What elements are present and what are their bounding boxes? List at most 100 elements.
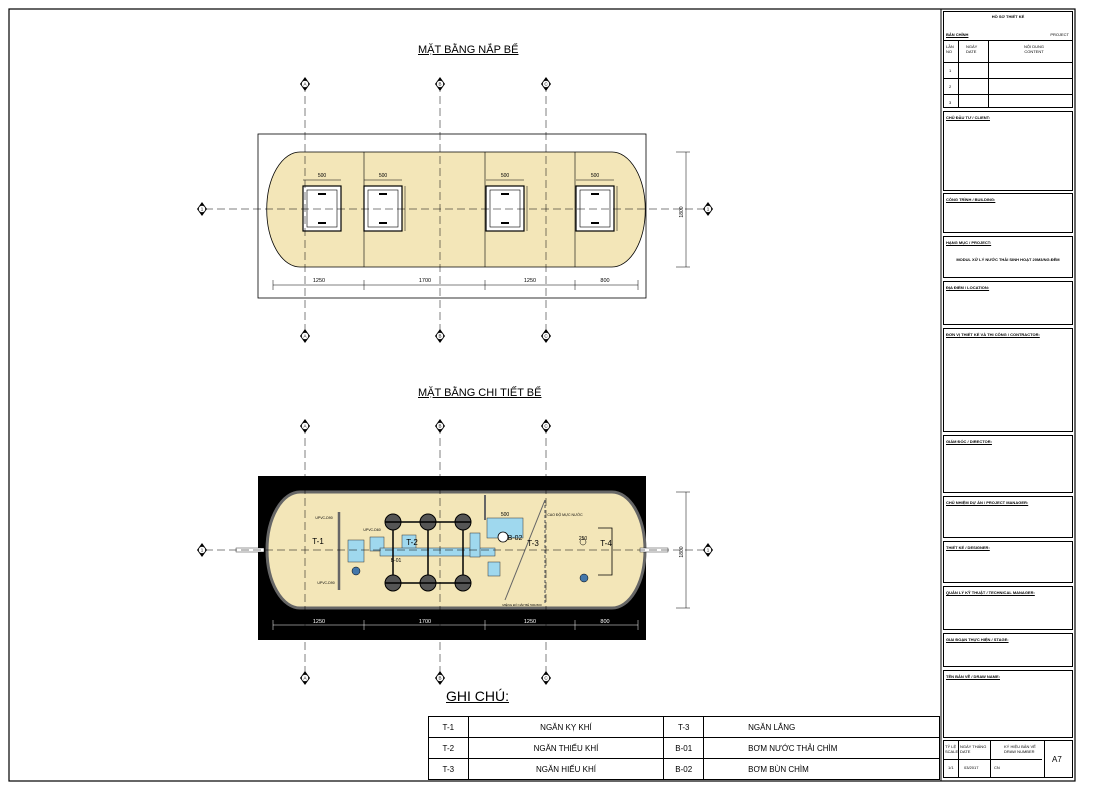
tb-sheet-code: A7 (1052, 755, 1062, 764)
top-hatch-dim-1: 500 (318, 173, 327, 179)
stage-box: GIAI ĐOẠN THỰC HIỆN / STAGE: (943, 633, 1073, 667)
axis-bubble-c: C (541, 329, 551, 343)
pump-b02-icon (497, 531, 509, 543)
pipe-label-3: UPVC-D90 (317, 581, 334, 585)
top-dim-3: 1250 (524, 278, 536, 284)
axis-bubble-c: C (541, 77, 551, 91)
drawname-box: TÊN BẢN VẼ / DRAW NAME: (943, 670, 1073, 738)
axis-bubble-b-label: B (438, 676, 441, 681)
axis-bubble-a-label: A (303, 334, 306, 339)
hatch-3 (485, 185, 525, 232)
pipe-label-1: UPVC-D90 (315, 516, 332, 520)
axis-bubble-1-label: 1 (707, 548, 710, 553)
pipe-label-250: 250 (579, 536, 588, 542)
notes-code: T-3 (663, 716, 705, 738)
axis-bubble-a-label: A (303, 82, 306, 87)
contractor-box: ĐƠN VỊ THIẾT KẾ VÀ THI CÔNG / CONTRACTOR… (943, 328, 1073, 432)
axis-bubble-b: B (435, 671, 445, 685)
axis-bubble-c-label: C (544, 334, 548, 339)
tb-project-name: MODUL XỬ LÝ NƯỚC THẢI SINH HOẠT 20M3/NG.… (956, 257, 1060, 262)
label-t4: T-4 (600, 539, 612, 548)
hatch-2 (363, 185, 403, 232)
hatch-1 (302, 185, 342, 232)
axis-bubble-a-label: A (303, 424, 306, 429)
axis-bubble-1-label: 1 (201, 207, 204, 212)
axis-bubble-a: A (300, 419, 310, 433)
notes-title: GHI CHÚ: (446, 688, 509, 704)
pipe-label-hatch: MIỆNG ĐỔ NẮP BỂ 500x500 (502, 602, 542, 607)
notes-code: B-01 (663, 737, 705, 759)
tb-scale-label: TỶ LỆ SCALE (945, 744, 959, 754)
axis-bubble-b: B (435, 419, 445, 433)
notes-code: B-02 (663, 758, 705, 780)
detail-dim-3: 1250 (524, 619, 536, 625)
tb-rev-2: 2 (949, 84, 952, 89)
label-t2: T-2 (406, 538, 418, 547)
pipe-label-level: CAO ĐỘ MỰC NƯỚC (547, 512, 583, 517)
detail-dim-4: 800 (600, 619, 609, 625)
pipe-label-2: UPVC-D60 (363, 528, 380, 532)
axis-bubble-b: B (435, 329, 445, 343)
axis-bubble-b: B (435, 77, 445, 91)
axis-bubbles: A B C A B C A B C A B C 1 1 1 1 (197, 77, 713, 685)
notes-code: T-2 (428, 737, 469, 759)
tb-project-tag: PROJECT (1050, 32, 1069, 37)
detail-side-dim: 1800 (679, 546, 685, 557)
tb-rev-3: 3 (949, 100, 952, 105)
project-box: HẠNG MỤC / PROJECT: MODUL XỬ LÝ NƯỚC THẢ… (943, 236, 1073, 278)
top-tank-body (266, 151, 646, 268)
plan-detail-title: MẶT BẰNG CHI TIẾT BỂ (418, 387, 542, 399)
axis-bubble-1: 1 (197, 543, 207, 557)
notes-row: T-2 NGĂN THIẾU KHÍ B-01 BƠM NƯỚC THẢI CH… (428, 737, 940, 759)
tb-edition: BẢN CHỈNH (946, 32, 969, 37)
pipe-label-b01: B-01 (391, 558, 402, 564)
notes-name: NGĂN THIẾU KHÍ (467, 737, 665, 759)
axis-bubble-c: C (541, 419, 551, 433)
notes-name: NGĂN HIẾU KHÍ (467, 758, 665, 780)
title-block: HỒ SƠ THIẾT KẾ BẢN CHỈNH PROJECT LẦN NO … (941, 9, 1075, 781)
notes-name: BƠM BÙN CHÌM (703, 758, 940, 780)
tb-sheet-no: CN (994, 765, 1000, 770)
designer-box: THIẾT KẾ / DESIGNER: (943, 541, 1073, 583)
notes-row: T-1 NGĂN KỴ KHÍ T-3 NGĂN LẮNG (428, 716, 940, 738)
hatch-4 (575, 185, 615, 232)
tb-col-content: NỘI DUNG CONTENT (1024, 44, 1044, 54)
axis-bubble-1: 1 (197, 202, 207, 216)
top-plan: 500 500 500 500 1250 1700 1250 800 1800 (205, 133, 705, 299)
client-box: CHỦ ĐẦU TƯ / CLIENT: (943, 111, 1073, 191)
top-hatch-dim-2: 500 (379, 173, 388, 179)
detail-plan: T-1 T-2 B-02 T-3 T-4 UPVC-D90 UPVC-D60 U… (205, 476, 705, 640)
top-side-dim: 1800 (679, 206, 685, 217)
pump-icon (579, 573, 589, 583)
sheet-border (8, 8, 1076, 782)
sheet-info-box: TỶ LỆ SCALE NGÀY THÁNG DATE KÝ HIỆU BẢN … (943, 740, 1073, 778)
top-dim-4: 800 (600, 278, 609, 284)
notes-table: T-1 NGĂN KỴ KHÍ T-3 NGĂN LẮNG T-2 NGĂN T… (428, 716, 940, 780)
tb-header: HỒ SƠ THIẾT KẾ (991, 14, 1025, 19)
building-box: CÔNG TRÌNH / BUILDING: (943, 193, 1073, 233)
revision-box: HỒ SƠ THIẾT KẾ BẢN CHỈNH PROJECT LẦN NO … (943, 11, 1073, 108)
notes-name: NGĂN KỴ KHÍ (467, 716, 665, 738)
tb-date-value: 03/2017 (964, 765, 979, 770)
axis-bubble-1: 1 (703, 543, 713, 557)
grid-axes (304, 84, 547, 678)
axis-bubble-b-label: B (438, 82, 441, 87)
axis-bubble-c: C (541, 671, 551, 685)
tb-col-date: NGÀY DATE (966, 44, 978, 54)
tb-rev-1: 1 (949, 68, 952, 73)
top-hatch-dim-3: 500 (501, 173, 510, 179)
label-t1: T-1 (312, 537, 324, 546)
notes-name: NGĂN LẮNG (703, 716, 940, 738)
detail-dim-1: 1250 (313, 619, 325, 625)
tech-manager-box: QUẢN LÝ KỸ THUẬT / TECHNICAL MANAGER: (943, 586, 1073, 630)
axis-bubble-b-label: B (438, 424, 441, 429)
axis-bubble-1: 1 (703, 202, 713, 216)
location-box: ĐỊA ĐIỂM / LOCATION: (943, 281, 1073, 325)
plan-top-title: MẶT BẰNG NẮP BỂ (418, 44, 519, 56)
top-dim-2: 1700 (419, 278, 431, 284)
axis-bubble-a: A (300, 329, 310, 343)
tb-scale-value: 1/1 (948, 765, 954, 770)
axis-bubble-a-label: A (303, 676, 306, 681)
pm-box: CHỦ NHIỆM DỰ ÁN / PROJECT MANAGER: (943, 496, 1073, 538)
